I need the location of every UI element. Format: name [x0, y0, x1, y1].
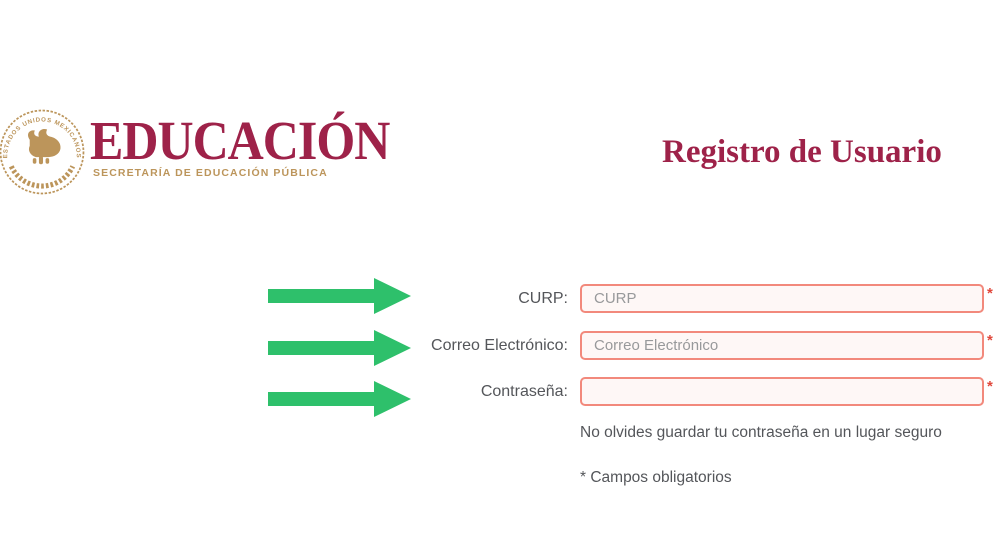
required-fields-note: * Campos obligatorios — [580, 469, 732, 486]
curp-input[interactable] — [580, 284, 984, 313]
password-input[interactable] — [580, 377, 984, 406]
eagle-silhouette — [28, 128, 61, 165]
email-input[interactable] — [580, 331, 984, 360]
password-hint: No olvides guardar tu contraseña en un l… — [580, 424, 942, 441]
logo-subtitle: SECRETARÍA DE EDUCACIÓN PÚBLICA — [93, 167, 328, 179]
email-required-asterisk: * — [987, 332, 993, 349]
email-label: Correo Electrónico: — [431, 337, 568, 354]
logo-wordmark: EDUCACIÓN — [90, 109, 390, 172]
password-label: Contraseña: — [480, 383, 568, 400]
green-arrow-icon — [268, 278, 411, 314]
green-arrow-icon — [268, 330, 411, 366]
green-arrow-icon — [268, 381, 411, 417]
curp-required-asterisk: * — [987, 285, 993, 302]
curp-label: CURP: — [518, 290, 568, 307]
mexican-coat-of-arms-icon: ESTADOS UNIDOS MEXICANOS — [0, 109, 85, 195]
page-title: Registro de Usuario — [662, 134, 942, 170]
password-required-asterisk: * — [987, 378, 993, 395]
